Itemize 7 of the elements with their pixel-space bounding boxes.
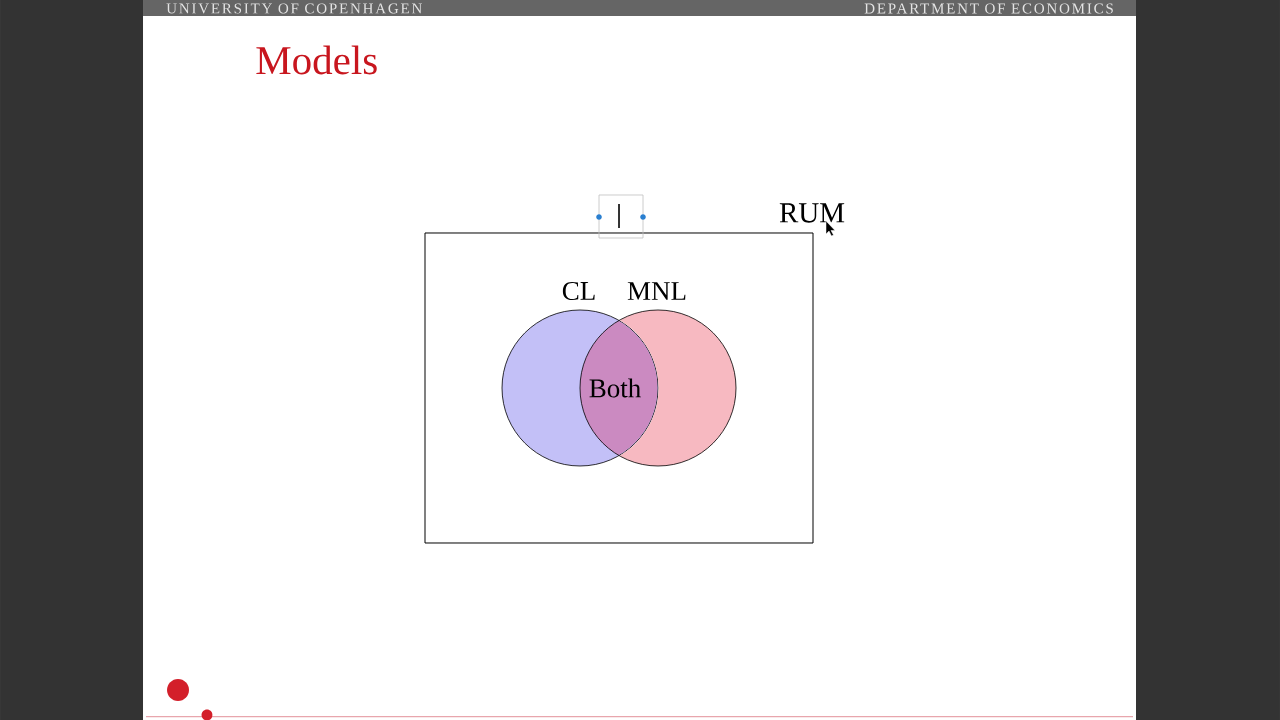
set-label: MNL — [627, 282, 686, 300]
header-text: DEPARTMENT OF ECONOMICS — [864, 3, 1113, 14]
region-label: Both — [589, 378, 641, 398]
set-label: RUM — [779, 203, 845, 223]
set-label: CL — [562, 281, 595, 301]
slide-title: Models — [256, 45, 377, 75]
header-text: UNIVERSITY OF COPENHAGEN — [166, 3, 422, 14]
